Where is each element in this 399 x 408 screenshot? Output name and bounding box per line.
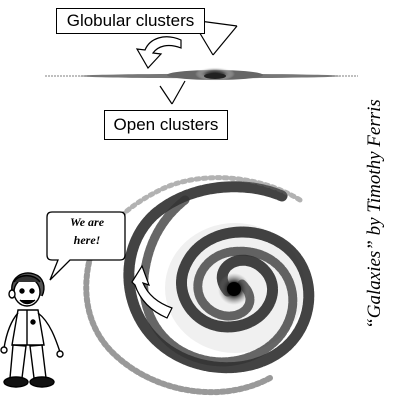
edge-on-galaxy [45,67,358,81]
globular-clusters-label: Globular clusters [56,8,205,34]
cartoon-man [1,273,63,387]
speech-line-1: We are [56,213,118,231]
credit-text: “Galaxies” by Timothy Ferris [364,99,386,329]
spiral-galaxy [86,178,309,392]
curved-arrow-icon [137,37,181,68]
speech-line-2: here! [56,231,118,249]
open-clusters-label: Open clusters [104,110,228,140]
speech-bubble-text: We are here! [56,213,118,249]
